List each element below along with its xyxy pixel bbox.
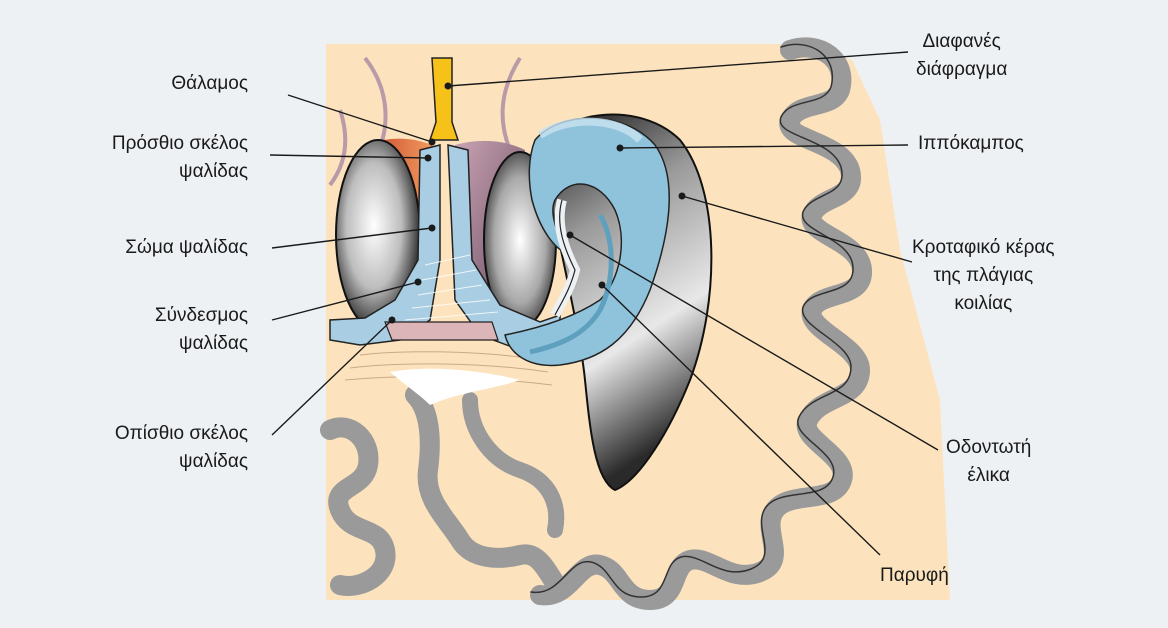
label-fimbria: Παρυφή: [880, 562, 949, 590]
label-hippocampus: Ιππόκαμπος: [918, 130, 1024, 158]
label-dentate-gyrus: Οδοντωτή έλικα: [946, 434, 1031, 490]
commissure-band: [385, 322, 498, 340]
label-anterior-crus: Πρόσθιο σκέλος ψαλίδας: [112, 130, 248, 186]
label-thalamus: Θάλαμος: [171, 70, 248, 98]
label-fornix-commissure: Σύνδεσμος ψαλίδας: [155, 302, 248, 358]
label-septum: Διαφανές διάφραγμα: [916, 28, 1007, 84]
label-temporal-horn: Κροταφικό κέρας της πλάγιας κοιλίας: [912, 234, 1055, 318]
label-posterior-crus: Οπίσθιο σκέλος ψαλίδας: [115, 420, 248, 476]
label-fornix-body: Σώμα ψαλίδας: [125, 234, 248, 262]
